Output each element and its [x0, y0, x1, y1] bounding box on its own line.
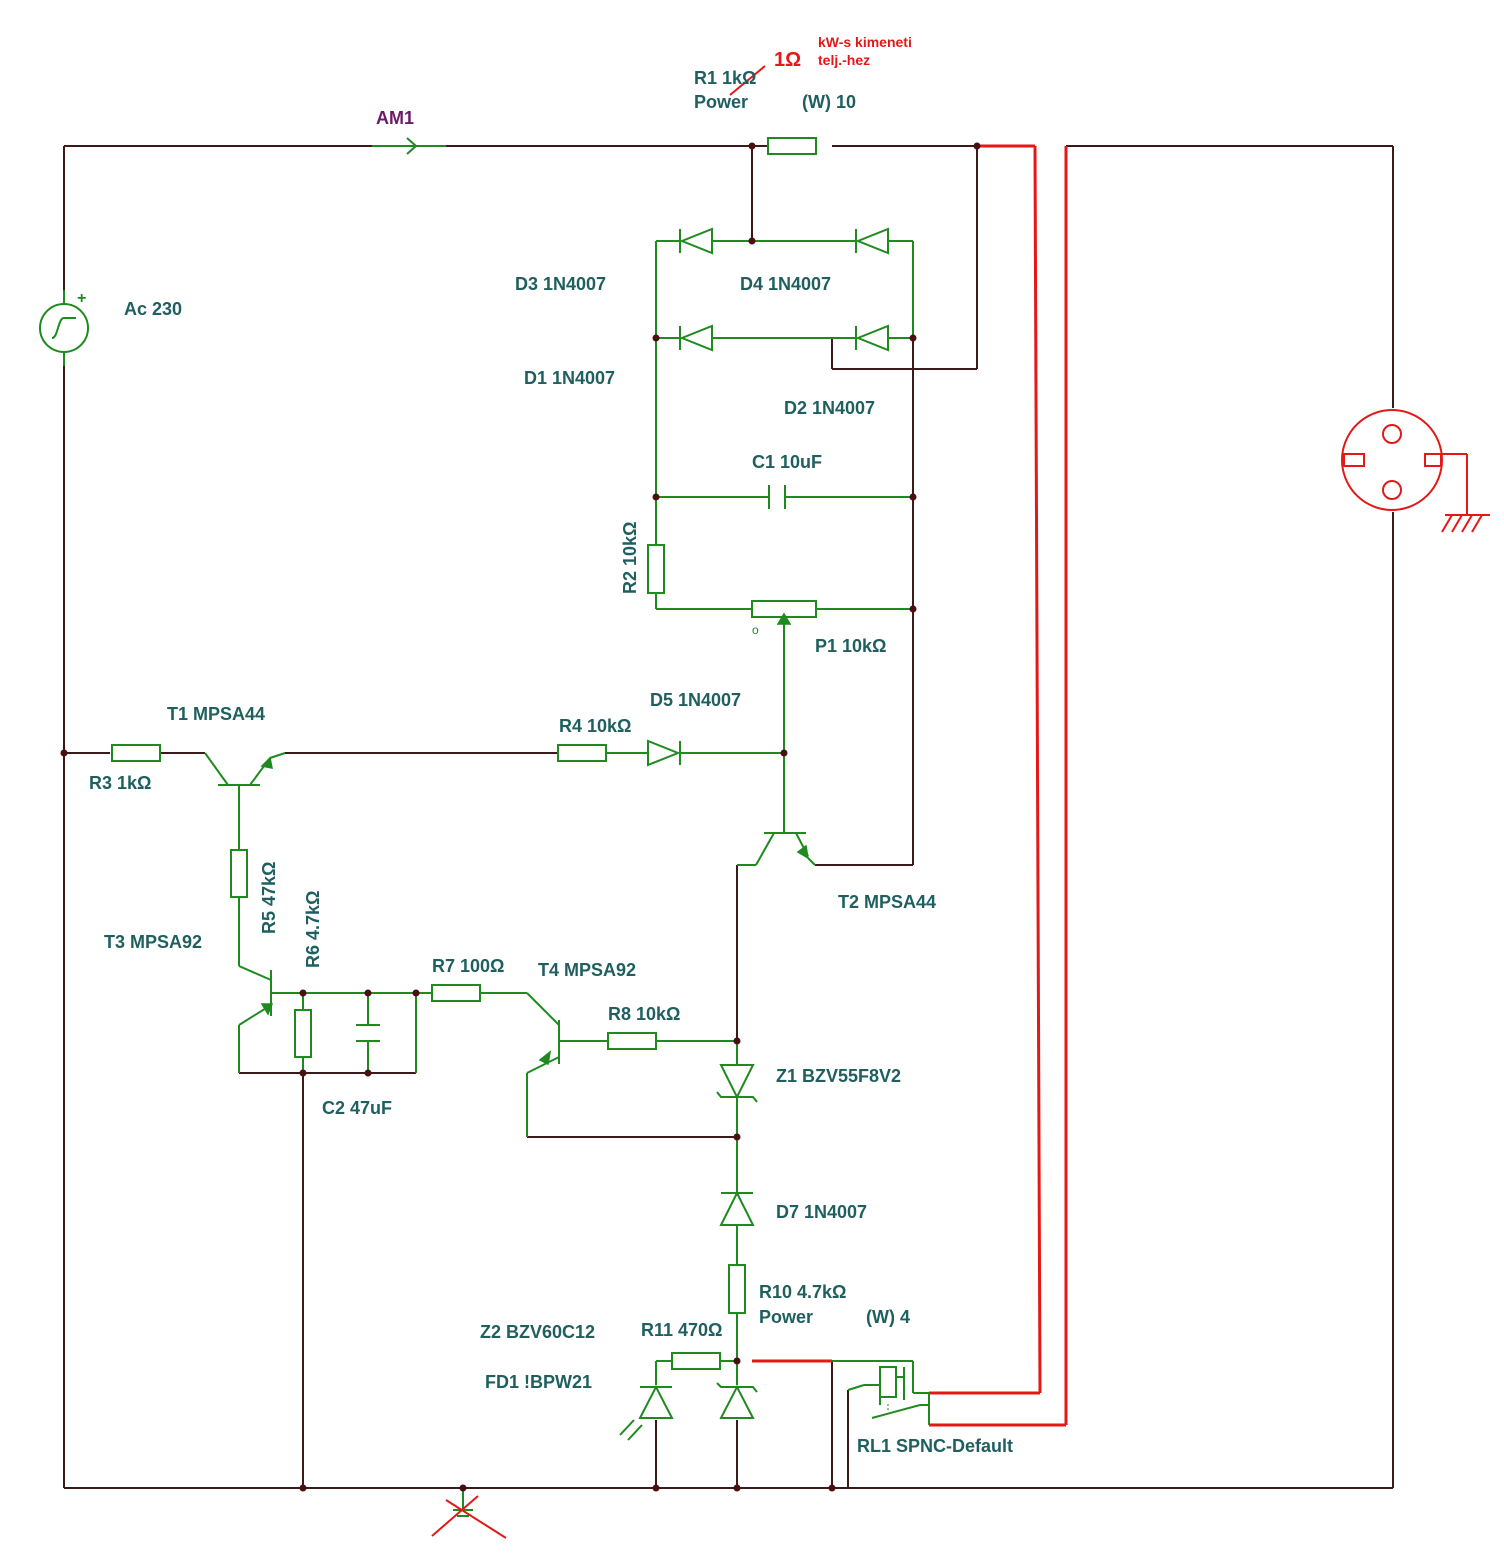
resistor-r2 [647, 544, 665, 594]
rl1-label: RL1 SPNC-Default [857, 1436, 1013, 1456]
removed-ground [431, 1488, 507, 1539]
capacitors [356, 485, 786, 1042]
r7-label: R7 100Ω [432, 956, 504, 976]
r10-label: R10 4.7kΩ [759, 1282, 847, 1302]
note-line2: telj.-hez [818, 52, 870, 68]
r10-type-label: Power [759, 1307, 813, 1327]
d7-label: D7 1N4007 [776, 1202, 867, 1222]
p1-mark: o [752, 623, 759, 637]
r5-label: R5 47kΩ [259, 862, 279, 934]
r1-rating-label: (W) 10 [802, 92, 856, 112]
resistor-r11 [671, 1352, 721, 1370]
r1-strikethrough [729, 65, 766, 96]
ac-source [39, 290, 89, 366]
d3-label: D3 1N4007 [515, 274, 606, 294]
junctions [60, 142, 981, 1492]
r6-label: R6 4.7kΩ [303, 891, 323, 968]
diodes [619, 227, 889, 1441]
d5-label: D5 1N4007 [650, 690, 741, 710]
labels: 1Ω kW-s kimeneti telj.-hez R1 1kΩ Power … [77, 34, 1013, 1456]
resistor-r8 [607, 1032, 657, 1050]
fd1-label: FD1 !BPW21 [485, 1372, 592, 1392]
t1-label: T1 MPSA44 [167, 704, 265, 724]
source-plus-label: + [77, 290, 86, 307]
p1-label: P1 10kΩ [815, 636, 886, 656]
d4-label: D4 1N4007 [740, 274, 831, 294]
r4-label: R4 10kΩ [559, 716, 631, 736]
t2-label: T2 MPSA44 [838, 892, 936, 912]
r3-label: R3 1kΩ [89, 773, 151, 793]
r1-replacement-label: 1Ω [774, 49, 801, 71]
wires [63, 145, 1394, 1489]
c2-label: C2 47uF [322, 1098, 392, 1118]
r1-label: R1 1kΩ [694, 68, 756, 88]
resistor-r3 [111, 744, 161, 762]
resistor-r7 [431, 984, 481, 1002]
note-line1: kW-s kimeneti [818, 34, 912, 50]
d2-label: D2 1N4007 [784, 398, 875, 418]
r8-label: R8 10kΩ [608, 1004, 680, 1024]
relay-rl1 [871, 1366, 930, 1425]
potentiometer-p1 [751, 600, 817, 640]
component-wiring [238, 240, 929, 1394]
am1-label: AM1 [376, 108, 414, 128]
r11-label: R11 470Ω [641, 1320, 723, 1340]
resistor-r10 [728, 1264, 746, 1314]
d1-label: D1 1N4007 [524, 368, 615, 388]
transistors [204, 752, 816, 1066]
resistors [111, 137, 817, 1370]
t4-label: T4 MPSA92 [538, 960, 636, 980]
t3-label: T3 MPSA92 [104, 932, 202, 952]
modification-wires [752, 144, 1068, 1427]
z1-label: Z1 BZV55F8V2 [776, 1066, 901, 1086]
r2-label: R2 10kΩ [620, 522, 640, 594]
mains-socket [1341, 409, 1490, 533]
resistor-r4 [557, 744, 607, 762]
c1-label: C1 10uF [752, 452, 822, 472]
z2-label: Z2 BZV60C12 [480, 1322, 595, 1342]
r10-rating-label: (W) 4 [866, 1307, 910, 1327]
resistor-r1 [767, 137, 817, 155]
r1-type-label: Power [694, 92, 748, 112]
source-label: Ac 230 [124, 299, 182, 319]
resistor-r5 [230, 849, 248, 898]
ammeter-am1 [372, 137, 446, 155]
resistor-r6 [294, 1009, 312, 1058]
